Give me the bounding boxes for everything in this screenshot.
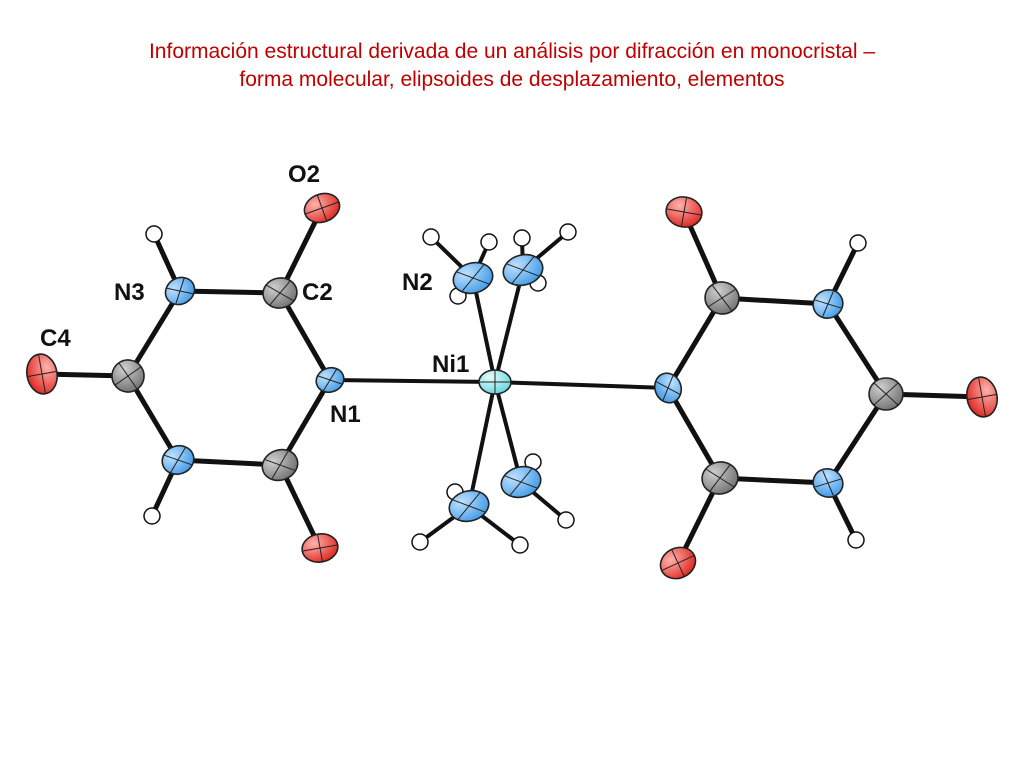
atom-o4p — [966, 376, 998, 418]
atom-o6 — [301, 533, 339, 563]
bond-ni-n1 — [328, 378, 497, 384]
atom-n2d — [500, 465, 542, 499]
atom-c6p — [701, 461, 739, 495]
bond-c4p-n5p — [825, 391, 889, 486]
title-line-1: Información estructural derivada de un a… — [148, 40, 876, 63]
atom-h-4 — [513, 229, 531, 247]
atom-c4 — [111, 359, 145, 393]
atom-o6p — [659, 546, 697, 580]
atom-n2c — [448, 489, 490, 523]
atom-c6 — [261, 448, 299, 482]
atom-o4 — [26, 353, 58, 395]
bond-c6p-n1p — [665, 385, 723, 481]
bond-n1-c2 — [277, 290, 333, 383]
atom-h-n5p — [847, 531, 865, 549]
bond-ni-n2c — [467, 380, 497, 508]
bond-ni-n2b — [493, 268, 525, 384]
label-c4: C4 — [40, 325, 71, 352]
atom-h-n3 — [145, 225, 163, 243]
atom-ni1 — [478, 369, 512, 395]
atom-c4p — [868, 377, 904, 411]
atom-h-8 — [511, 536, 529, 554]
atom-h-1 — [422, 228, 440, 246]
atom-h-5 — [559, 223, 577, 241]
atom-c2 — [262, 277, 298, 309]
atom-o2p — [665, 196, 703, 228]
label-n1: N1 — [330, 401, 361, 428]
atom-n1 — [315, 366, 345, 394]
atom-h-2 — [480, 233, 498, 251]
atom-h-10 — [557, 511, 575, 529]
slide-title: Información estructural derivada de un a… — [0, 38, 1024, 94]
atom-h-n3p — [849, 234, 867, 252]
label-c2: C2 — [302, 279, 333, 306]
atom-n3p — [812, 289, 844, 319]
bond-ni-n2d — [493, 380, 523, 484]
atom-n3 — [164, 276, 196, 306]
atom-n5 — [161, 444, 195, 476]
atom-labels: O2 N3 C2 C4 N2 Ni1 N1 — [40, 161, 469, 428]
atom-n1p — [653, 372, 683, 404]
label-n3: N3 — [114, 279, 145, 306]
atom-h-n5 — [143, 507, 161, 525]
title-line-2: forma molecular, elipsoides de desplazam… — [239, 68, 785, 91]
atom-n2b — [502, 253, 544, 287]
atom-n5p — [812, 468, 844, 498]
atom-o2 — [303, 192, 341, 224]
bond-ni-n2 — [471, 276, 497, 384]
atom-h-7 — [411, 533, 429, 551]
atom-c2p — [704, 281, 740, 315]
bond-ni-n1p — [493, 380, 670, 390]
label-ni1: Ni1 — [432, 351, 469, 378]
atom-n2 — [452, 261, 494, 295]
label-n2: N2 — [402, 269, 433, 296]
heavy-atoms — [26, 192, 998, 580]
bond-n1p-c2p — [665, 295, 725, 391]
label-o2: O2 — [288, 161, 320, 188]
bond-n3p-c4p — [825, 301, 889, 397]
